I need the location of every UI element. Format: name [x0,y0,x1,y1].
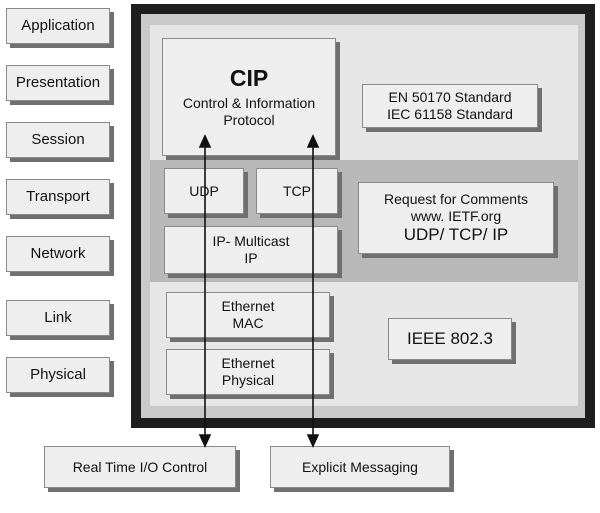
realtime-io-arrow [198,134,212,448]
ethernet-physical-line2: Physical [221,372,275,388]
standards-box: EN 50170 Standard IEC 61158 Standard [362,84,538,128]
rfc-line1: Request for Comments [384,191,528,207]
udp-label: UDP [189,182,219,199]
layer-session: Session [6,122,110,158]
layer-link: Link [6,300,110,336]
udp-box: UDP [164,168,244,214]
layer-presentation: Presentation [6,65,110,101]
layer-label: Link [44,309,72,326]
ethernet-mac-line2: MAC [232,315,264,331]
cip-subtitle-line2: Protocol [223,111,275,128]
cip-box: CIP Control & Information Protocol [162,38,336,156]
layer-application: Application [6,8,110,44]
ethernet-mac-line1: Ethernet [221,298,275,315]
layer-label: Session [31,131,85,148]
standard-en50170: EN 50170 Standard [388,89,512,106]
standard-iec61158: IEC 61158 Standard [387,106,513,122]
layer-physical: Physical [6,357,110,393]
cip-subtitle-line1: Control & Information [182,95,316,111]
ip-multicast-line2: IP [244,250,258,266]
realtime-io-box: Real Time I/O Control [44,446,236,488]
explicit-messaging-label: Explicit Messaging [302,458,418,475]
ethernet-physical-line1: Ethernet [221,355,275,372]
layer-label: Transport [26,188,90,205]
rfc-box: Request for Comments www. IETF.org UDP/ … [358,182,554,254]
realtime-io-label: Real Time I/O Control [72,458,208,475]
ieee-label: IEEE 802.3 [406,328,493,348]
layer-network: Network [6,236,110,272]
explicit-messaging-arrow [306,134,320,448]
layer-transport: Transport [6,179,110,215]
ip-multicast-line1: IP- Multicast [212,233,290,250]
layer-label: Physical [30,366,86,383]
ethernet-physical-box: Ethernet Physical [166,349,330,395]
rfc-line3: UDP/ TCP/ IP [403,224,509,244]
ieee-box: IEEE 802.3 [388,318,512,360]
tcp-box: TCP [256,168,338,214]
rfc-line2: www. IETF.org [410,207,502,224]
layer-label: Presentation [15,74,101,91]
ip-multicast-box: IP- Multicast IP [164,226,338,274]
explicit-messaging-box: Explicit Messaging [270,446,450,488]
layer-label: Application [21,17,95,34]
ethernet-mac-box: Ethernet MAC [166,292,330,338]
cip-title: CIP [229,65,269,92]
tcp-label: TCP [283,182,311,199]
layer-label: Network [30,245,86,262]
